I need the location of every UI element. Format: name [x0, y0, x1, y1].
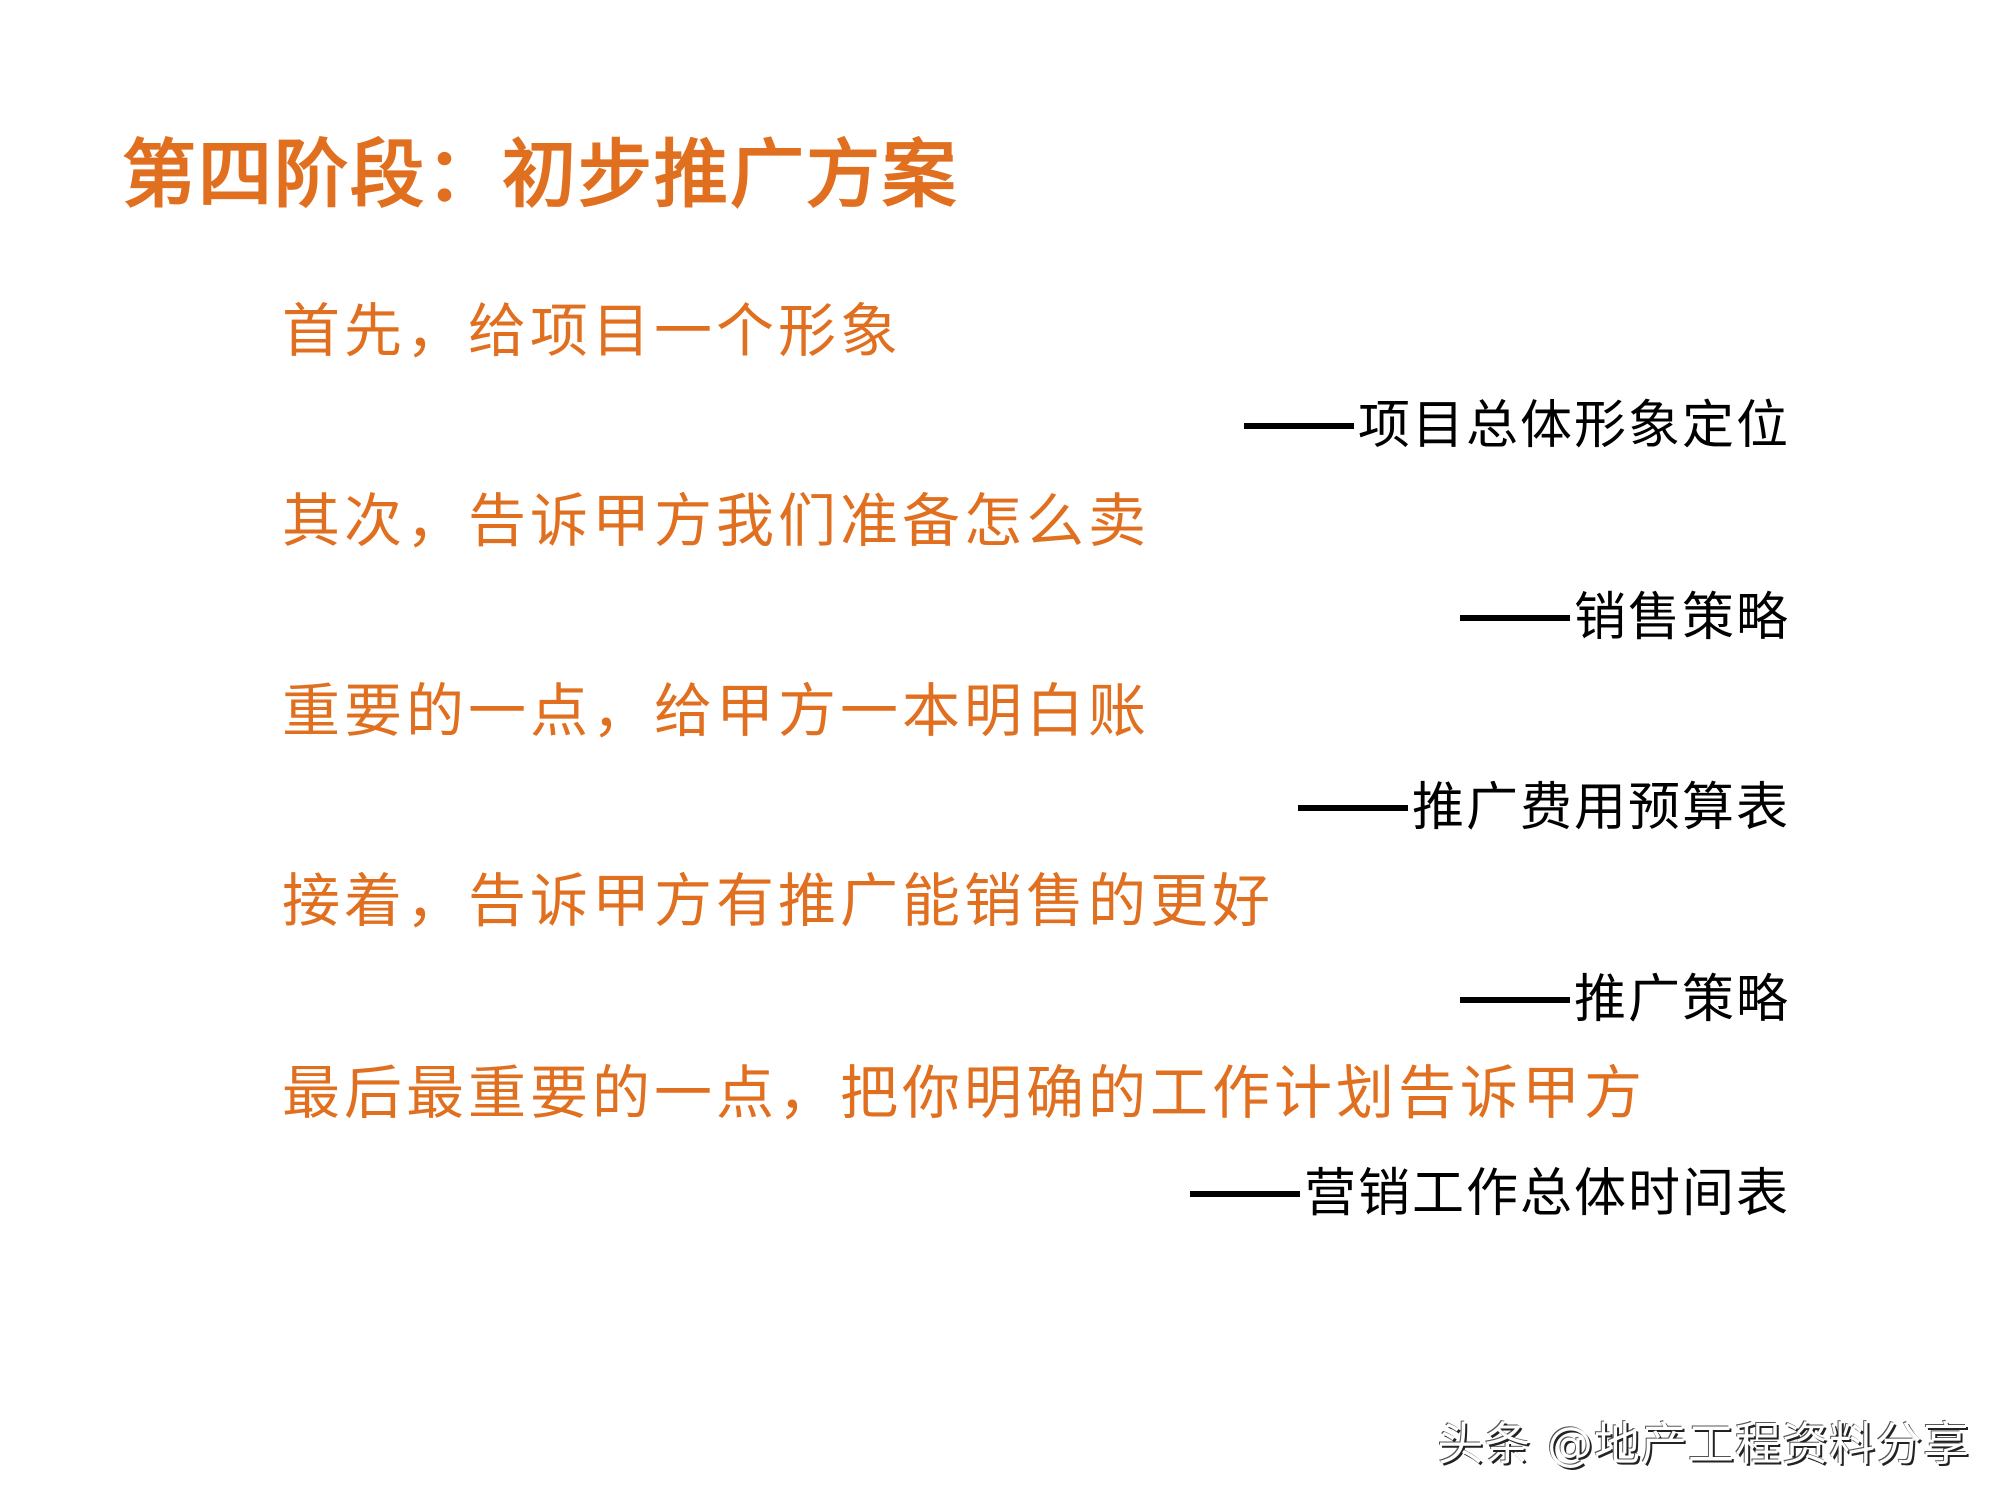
point-2-subtitle: 销售策略 [1459, 588, 1790, 648]
point-5: 最后最重要的一点，把你明确的工作计划告诉甲方 [282, 1059, 1647, 1127]
em-dash-line [1189, 1191, 1300, 1197]
subtitle-text: 营销工作总体时间表 [1303, 1164, 1790, 1224]
point-5-subtitle: 营销工作总体时间表 [1189, 1164, 1790, 1224]
point-4-subtitle: 推广策略 [1459, 970, 1790, 1030]
point-3: 重要的一点，给甲方一本明白账 [282, 677, 1151, 745]
point-2: 其次，告诉甲方我们准备怎么卖 [282, 487, 1151, 555]
em-dash-line [1297, 805, 1408, 811]
slide-title: 第四阶段：初步推广方案 [122, 132, 958, 218]
subtitle-text: 销售策略 [1573, 588, 1790, 648]
em-dash-line [1243, 423, 1354, 429]
subtitle-text: 推广策略 [1573, 970, 1790, 1030]
em-dash-line [1459, 615, 1570, 621]
watermark: 头条 @地产工程资料分享 [1437, 1417, 1970, 1471]
em-dash-line [1459, 997, 1570, 1003]
point-4: 接着，告诉甲方有推广能销售的更好 [282, 867, 1275, 935]
subtitle-text: 项目总体形象定位 [1357, 396, 1790, 456]
point-3-subtitle: 推广费用预算表 [1297, 778, 1790, 838]
subtitle-text: 推广费用预算表 [1411, 778, 1790, 838]
point-1: 首先，给项目一个形象 [282, 297, 903, 365]
point-1-subtitle: 项目总体形象定位 [1243, 396, 1790, 456]
